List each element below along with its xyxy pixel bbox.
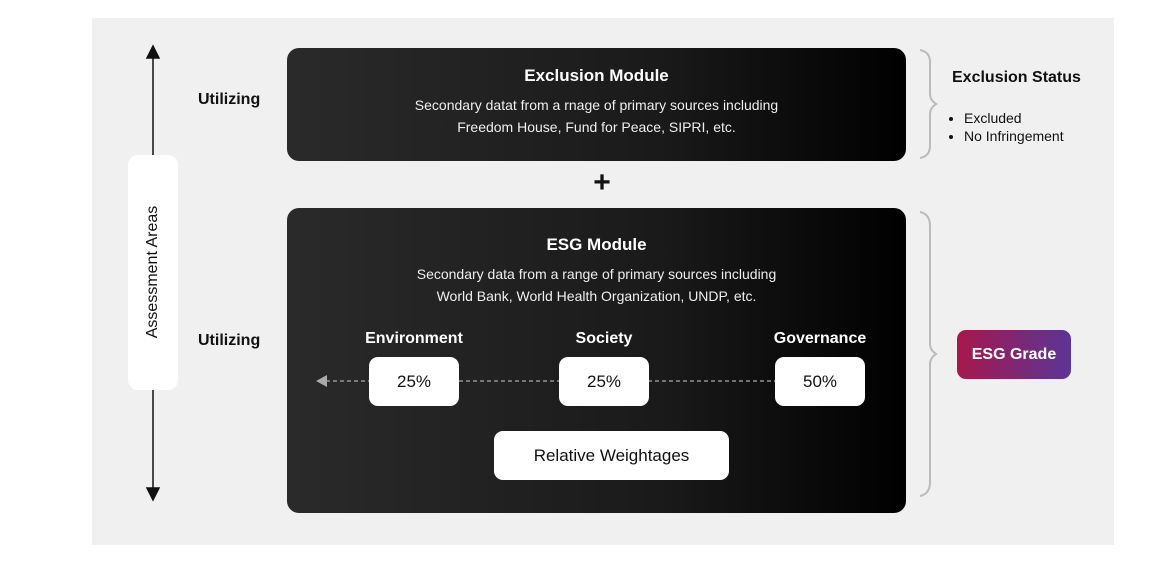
pillar-label-environment: Environment xyxy=(365,330,463,347)
exclusion-module-desc-2: Freedom House, Fund for Peace, SIPRI, et… xyxy=(457,119,736,135)
esg-module-title: ESG Module xyxy=(546,235,647,254)
exclusion-status-title: Exclusion Status xyxy=(952,69,1081,86)
esg-module-desc-1: Secondary data from a range of primary s… xyxy=(416,266,777,282)
pillar-label-governance: Governance xyxy=(773,330,867,347)
exclusion-module: Exclusion Module Secondary datat from a … xyxy=(287,48,906,161)
pillar-label-society: Society xyxy=(575,330,633,347)
utilizing-label-esg: Utilizing xyxy=(198,332,261,349)
weight-governance: 50% xyxy=(775,357,865,406)
exclusion-status-list: Excluded No Infringement xyxy=(948,109,1064,145)
exclusion-brace xyxy=(919,49,938,159)
status-excluded: Excluded xyxy=(964,109,1064,127)
exclusion-module-desc-1: Secondary datat from a rnage of primary … xyxy=(414,97,779,113)
assessment-areas-pill xyxy=(128,155,178,390)
status-no-infringement: No Infringement xyxy=(964,127,1064,145)
esg-module-desc-2: World Bank, World Health Organization, U… xyxy=(436,288,757,304)
utilizing-label-exclusion: Utilizing xyxy=(198,91,261,108)
exclusion-module-title: Exclusion Module xyxy=(524,66,669,85)
esg-brace xyxy=(919,211,938,497)
weight-environment: 25% xyxy=(369,357,459,406)
relative-weightages-box: Relative Weightages xyxy=(494,431,729,480)
plus-icon: + xyxy=(593,166,611,199)
weight-society: 25% xyxy=(559,357,649,406)
esg-grade-badge: ESG Grade xyxy=(957,330,1071,379)
